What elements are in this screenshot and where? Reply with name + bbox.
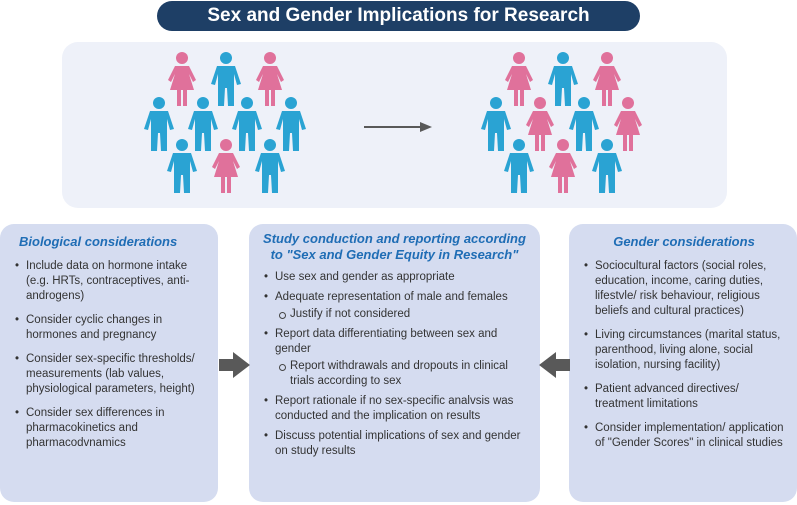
list-item: Living circumstances (marital status, pa…	[579, 328, 789, 373]
female-figure-icon	[505, 52, 533, 106]
male-figure-icon	[255, 139, 285, 193]
biological-considerations-heading: Biological considerations	[19, 234, 178, 249]
male-figure-icon	[144, 97, 174, 151]
list-item-text: Discuss potential implications of sex an…	[275, 430, 521, 457]
female-figure-icon	[614, 97, 642, 151]
population-illustration	[62, 42, 727, 208]
list-item: Adequate representation of male and fema…	[259, 290, 530, 322]
male-figure-icon	[211, 52, 241, 106]
study-conduction-panel: Study conduction and reporting according…	[249, 224, 540, 502]
male-figure-icon	[276, 97, 306, 151]
male-figure-icon	[232, 97, 262, 151]
study-conduction-list: Use sex and gender as appropriate Adequa…	[259, 270, 530, 459]
list-item: Consider sex-specific thresholds/ measur…	[10, 352, 210, 397]
list-item: Report data differentiating between sex …	[259, 327, 530, 389]
female-figure-icon	[168, 52, 196, 106]
page-title: Sex and Gender Implications for Research	[157, 1, 640, 31]
gender-considerations-heading: Gender considerations	[613, 234, 755, 249]
list-item: Consider cyclic changes in hormones and …	[10, 313, 210, 343]
female-figure-icon	[549, 139, 577, 193]
male-figure-icon	[569, 97, 599, 151]
list-item: Consider sex differences in pharmacokine…	[10, 406, 210, 451]
female-figure-icon	[212, 139, 240, 193]
male-figure-icon	[167, 139, 197, 193]
list-item: Report rationale if no sex-specific anal…	[259, 394, 530, 424]
arrow-right-icon	[219, 352, 250, 378]
male-figure-icon	[592, 139, 622, 193]
population-figures	[144, 52, 642, 193]
gender-considerations-list: Sociocultural factors (social roles, edu…	[579, 259, 789, 451]
list-item: Discuss potential implications of sex an…	[259, 429, 530, 459]
list-item: Consider implementation/ application of …	[579, 421, 789, 451]
male-figure-icon	[481, 97, 511, 151]
biological-considerations-list: Include data on hormone intake (e.g. HRT…	[10, 259, 210, 451]
female-figure-icon	[593, 52, 621, 106]
sub-list-item: Justify if not considered	[275, 307, 530, 322]
list-item-text: Adequate representation of male and fema…	[275, 291, 508, 303]
female-figure-icon	[526, 97, 554, 151]
female-figure-icon	[256, 52, 284, 106]
sub-list-item: Report withdrawals and dropouts in clini…	[275, 359, 530, 389]
study-conduction-heading: Study conduction and reporting according…	[263, 231, 526, 262]
gender-considerations-panel: Gender considerations Sociocultural fact…	[569, 224, 797, 502]
male-figure-icon	[188, 97, 218, 151]
list-item-text: Report data differentiating between sex …	[275, 328, 498, 355]
list-item: Include data on hormone intake (e.g. HRT…	[10, 259, 210, 304]
list-item: Use sex and gender as appropriate	[259, 270, 530, 285]
list-item: Sociocultural factors (social roles, edu…	[579, 259, 789, 319]
transition-arrow-icon	[420, 122, 432, 132]
arrow-left-icon	[539, 352, 570, 378]
list-item: Patient advanced directives/ treatment l…	[579, 382, 789, 412]
sub-list: Justify if not considered	[275, 307, 530, 322]
male-figure-icon	[504, 139, 534, 193]
male-figure-icon	[548, 52, 578, 106]
biological-considerations-panel: Biological considerations Include data o…	[0, 224, 218, 502]
sub-list: Report withdrawals and dropouts in clini…	[275, 359, 530, 389]
list-item-text: Report rationale if no sex-specific anal…	[275, 395, 514, 422]
list-item-text: Use sex and gender as appropriate	[275, 271, 455, 283]
